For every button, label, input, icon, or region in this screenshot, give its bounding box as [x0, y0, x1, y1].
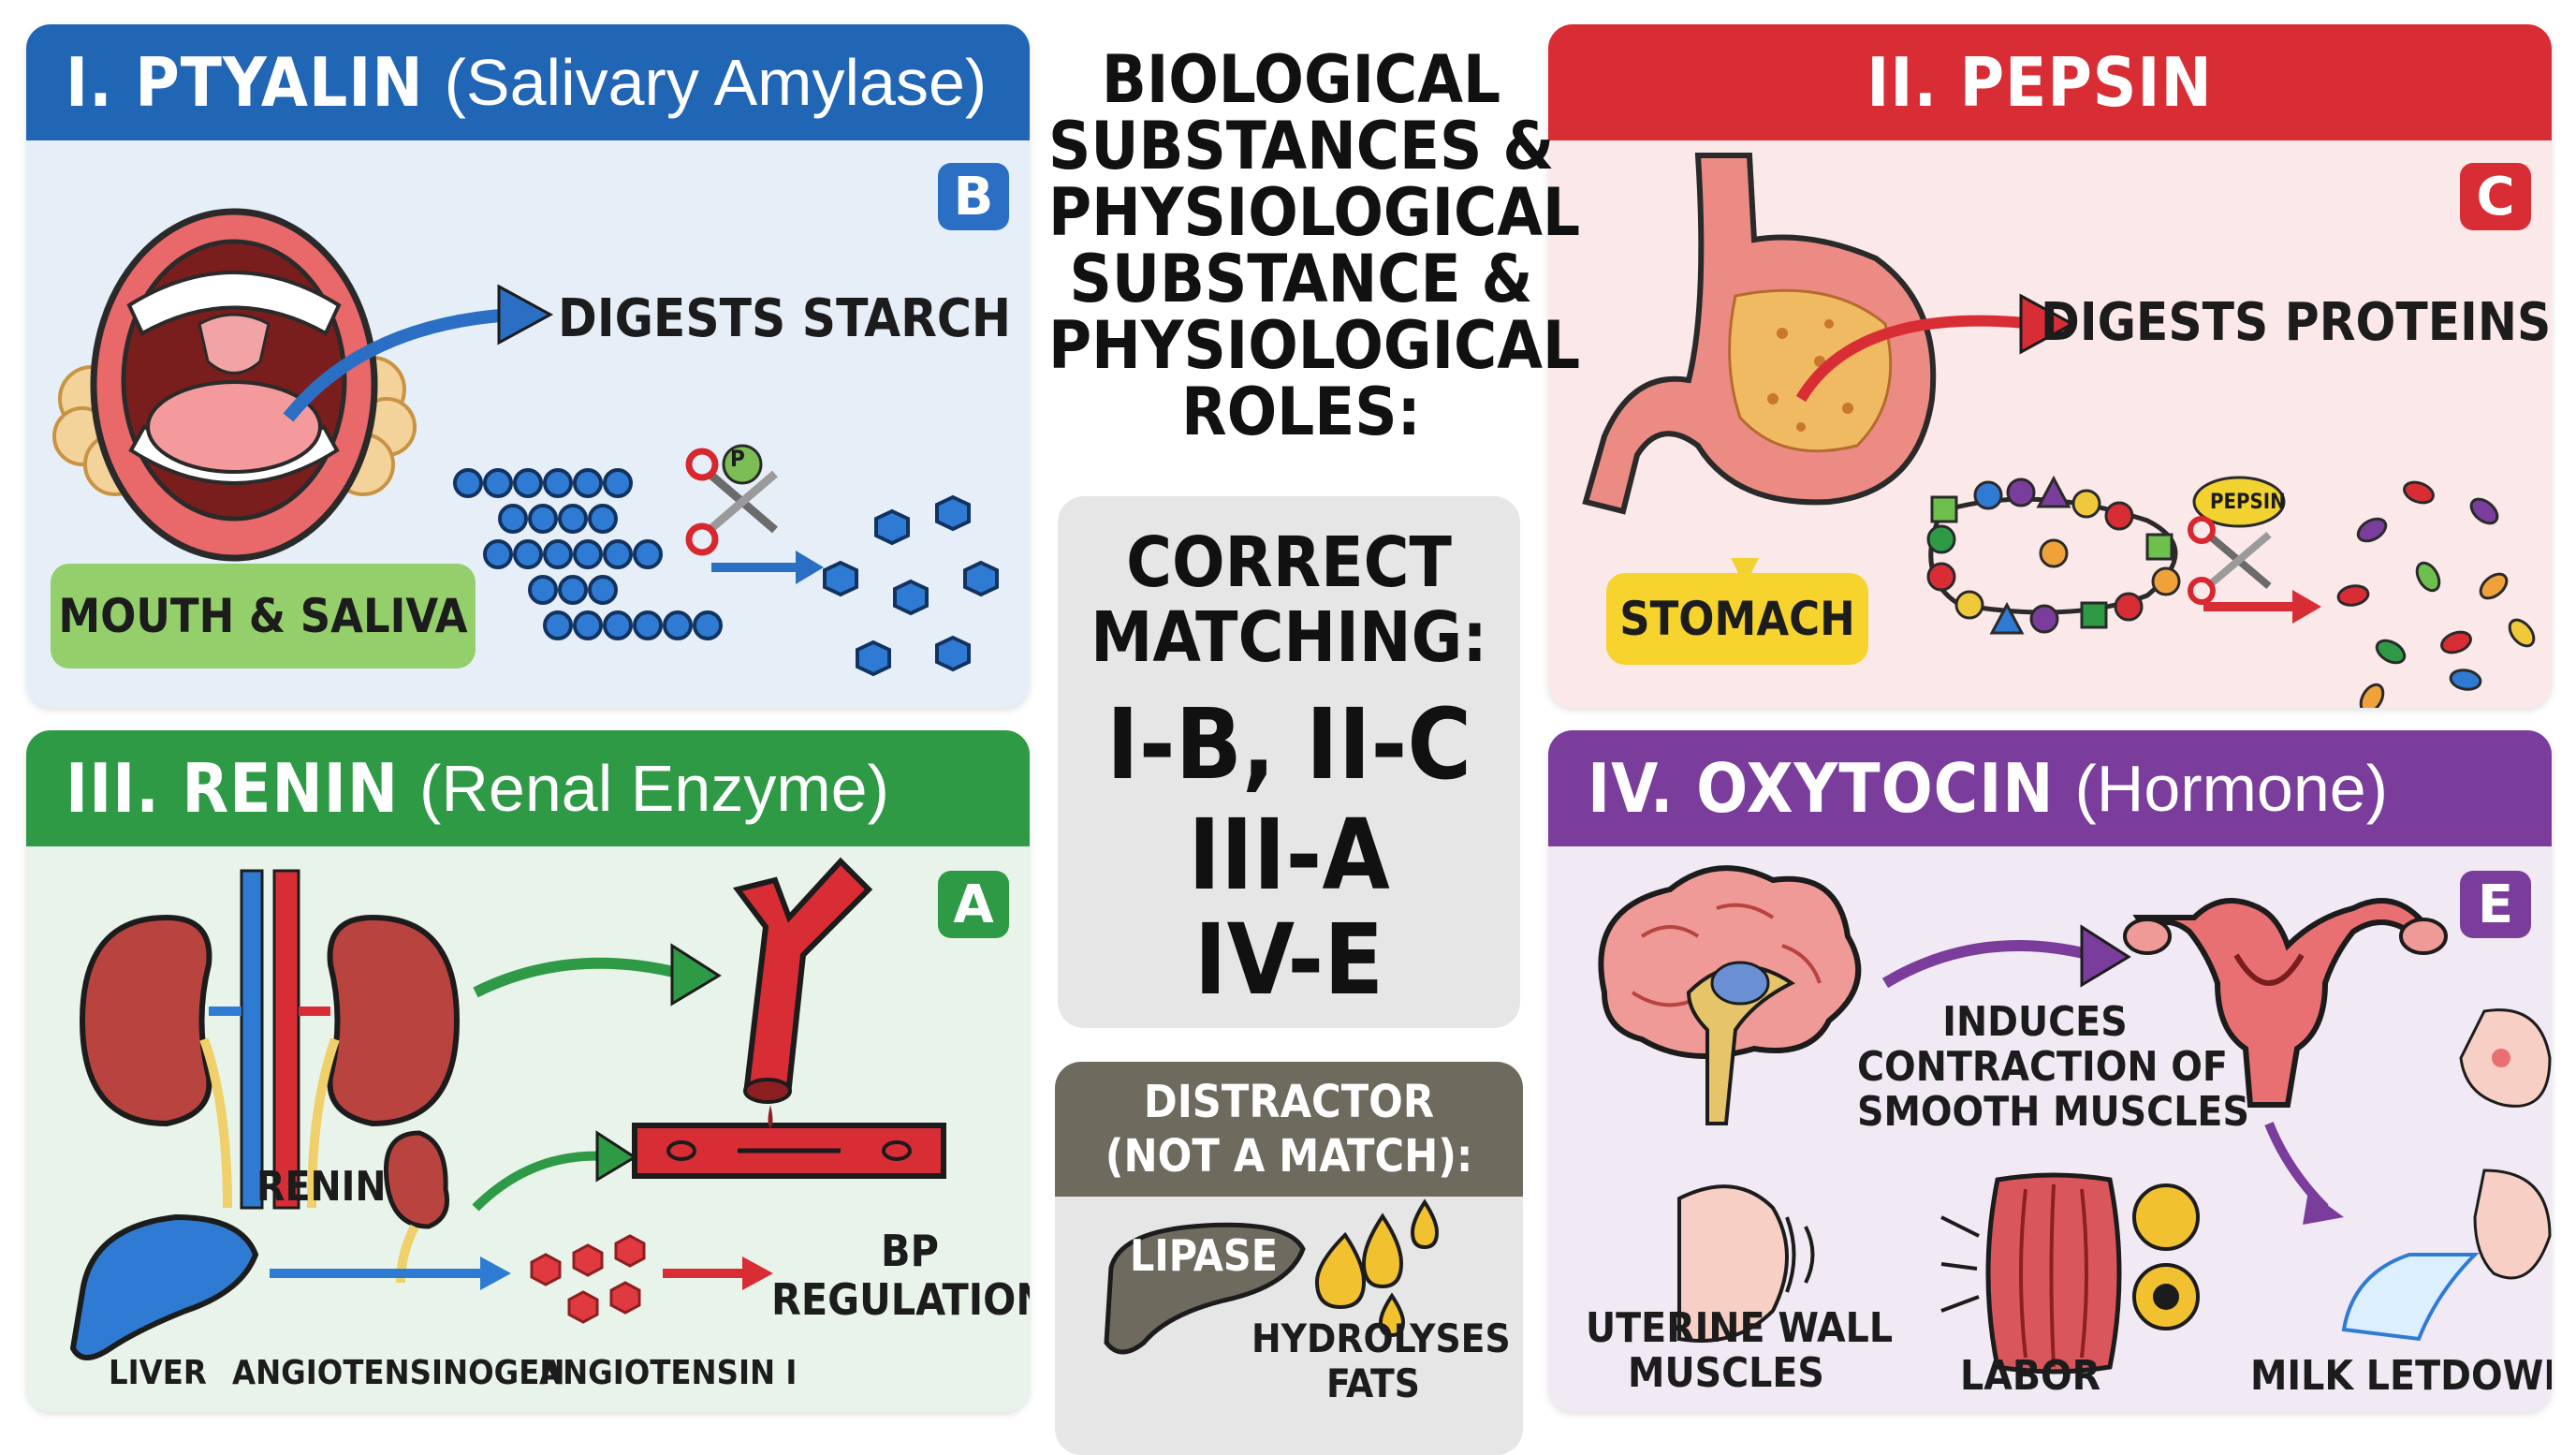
renin-result-line-2: REGULATION — [771, 1274, 1030, 1325]
liver-icon — [1104, 1222, 1306, 1355]
glucose-molecule-icon — [823, 494, 999, 677]
lipase-role: HYDROLYSES FATS — [1251, 1315, 1511, 1406]
ptyalin-scissor-tag: P — [730, 446, 745, 472]
brain-icon — [1598, 865, 1862, 1125]
protein-chain-icon — [1926, 475, 2181, 635]
breast-icon — [2459, 1008, 2552, 1108]
lipase-label: LIPASE — [1130, 1230, 1278, 1281]
renin-result: BP REGULATION — [771, 1227, 1030, 1324]
labor-label: LABOR — [1960, 1352, 2101, 1400]
stomach-icon — [1582, 153, 1937, 515]
oxytocin-header: IV. OXYTOCIN (Hormone) — [1548, 730, 2552, 846]
oxytocin-subtitle: (Hormone) — [2074, 752, 2389, 825]
liver-label: LIVER — [109, 1354, 207, 1392]
ptyalin-subtitle: (Salivary Amylase) — [444, 46, 988, 119]
title-line-4: SUBSTANCE & — [1069, 241, 1533, 317]
oxytocin-title: IV. OXYTOCIN — [1588, 749, 2055, 828]
renin-result-line-1: BP — [881, 1226, 939, 1276]
pepsin-header: II. PEPSIN — [1548, 24, 2552, 140]
labor-muscle-icon — [1940, 1172, 2122, 1374]
title-line-2: SUBSTANCES & — [1048, 108, 1555, 184]
title-line-1: BIOLOGICAL — [1101, 41, 1501, 118]
oxytocin-role-line-3: SMOOTH MUSCLES — [1857, 1088, 2249, 1136]
lipase-role-line-2: FATS — [1326, 1360, 1420, 1406]
kidney-icon — [79, 869, 461, 1210]
liver-icon — [69, 1213, 259, 1360]
ptyalin-title: I. PTYALIN — [66, 43, 424, 122]
correct-matching-box: CORRECT MATCHING: I-B, II-C III-A IV-E — [1058, 496, 1520, 1028]
ptyalin-header: I. PTYALIN (Salivary Amylase) — [26, 24, 1030, 140]
distractor-heading-1: DISTRACTOR — [1143, 1076, 1435, 1128]
ptyalin-illustration — [52, 208, 999, 677]
uterine-wall-label: UTERINE WALL MUSCLES — [1586, 1304, 1894, 1397]
pepsin-panel: II. PEPSIN C — [1548, 24, 2552, 708]
pepsin-illustration — [1582, 153, 2536, 708]
title-line-3: PHYSIOLOGICAL — [1048, 174, 1581, 251]
small-kidney-icon — [383, 1130, 449, 1284]
oxytocin-panel: IV. OXYTOCIN (Hormone) E — [1548, 730, 2552, 1412]
angiotensin-label: ANGIOTENSIN I — [539, 1354, 798, 1392]
ptyalin-location: MOUTH & SALIVA — [51, 564, 476, 669]
fat-droplet-icon — [1314, 1198, 1440, 1338]
milk-letdown-icon — [2341, 1168, 2552, 1342]
mouth-icon — [90, 208, 378, 562]
distractor-illustration — [1104, 1198, 1440, 1355]
match-line-2: III-A — [1188, 798, 1390, 912]
renin-illustration — [69, 857, 946, 1360]
scissors-icon — [2188, 476, 2286, 605]
oxytocin-role: INDUCES CONTRACTION OF SMOOTH MUSCLES — [1857, 998, 2249, 1136]
ptyalin-panel: I. PTYALIN (Salivary Amylase) B — [26, 24, 1030, 708]
distractor-heading-2: (NOT A MATCH): — [1105, 1130, 1473, 1183]
renin-subtitle: (Renal Enzyme) — [419, 752, 889, 825]
uterine-line-2: MUSCLES — [1628, 1349, 1824, 1397]
ptyalin-role: DIGESTS STARCH — [558, 288, 1012, 349]
renin-letter-badge: A — [938, 871, 1009, 938]
title-line-5: PHYSIOLOGICAL — [1048, 307, 1581, 384]
match-line-3: IV-E — [1193, 903, 1384, 1017]
answer-heading-2: MATCHING: — [1090, 597, 1487, 678]
uterine-wall-icon — [1677, 1184, 1815, 1343]
distractor-header: DISTRACTOR (NOT A MATCH): — [1055, 1062, 1523, 1197]
pepsin-location: STOMACH — [1606, 573, 1868, 665]
oxytocin-role-line-1: INDUCES — [1942, 998, 2128, 1046]
oxytocin-illustration — [1598, 865, 2552, 1374]
pepsin-title: II. PEPSIN — [1866, 43, 2213, 122]
oxytocin-role-line-2: CONTRACTION OF — [1857, 1043, 2228, 1091]
scissors-icon — [685, 444, 778, 556]
uterine-line-1: UTERINE WALL — [1586, 1304, 1894, 1352]
pepsin-letter-badge: C — [2460, 163, 2531, 230]
answer-heading-1: CORRECT — [1126, 522, 1452, 603]
milk-letdown-label: MILK LETDOWN — [2250, 1352, 2552, 1400]
pepsin-scissor-tag: PEPSIN — [2210, 491, 2286, 514]
renin-header: III. RENIN (Renal Enzyme) — [26, 730, 1030, 846]
gear-icon — [2132, 1183, 2200, 1330]
angiotensin-molecule-icon — [530, 1234, 646, 1324]
amino-acid-icon — [2336, 480, 2536, 708]
renin-title: III. RENIN — [66, 749, 400, 828]
ptyalin-letter-badge: B — [938, 163, 1009, 230]
title-line-6: ROLES: — [1181, 374, 1421, 450]
distractor-box: DISTRACTOR (NOT A MATCH): LIPASE HYDROLY… — [1055, 1062, 1523, 1455]
angiotensinogen-label: ANGIOTENSINOGEN — [232, 1354, 565, 1392]
starch-chain-icon — [453, 468, 723, 640]
oxytocin-letter-badge: E — [2460, 871, 2531, 938]
renin-label: RENIN — [256, 1163, 387, 1211]
renin-panel: III. RENIN (Renal Enzyme) A — [26, 730, 1030, 1412]
lipase-role-line-1: HYDROLYSES — [1251, 1315, 1511, 1361]
main-title: BIOLOGICAL SUBSTANCES & PHYSIOLOGICAL SU… — [1048, 41, 1581, 450]
uterus-icon — [2123, 898, 2448, 1108]
pepsin-role: DIGESTS PROTEINS — [2041, 292, 2552, 353]
match-line-1: I-B, II-C — [1105, 687, 1472, 801]
blood-vessel-icon — [632, 857, 946, 1179]
